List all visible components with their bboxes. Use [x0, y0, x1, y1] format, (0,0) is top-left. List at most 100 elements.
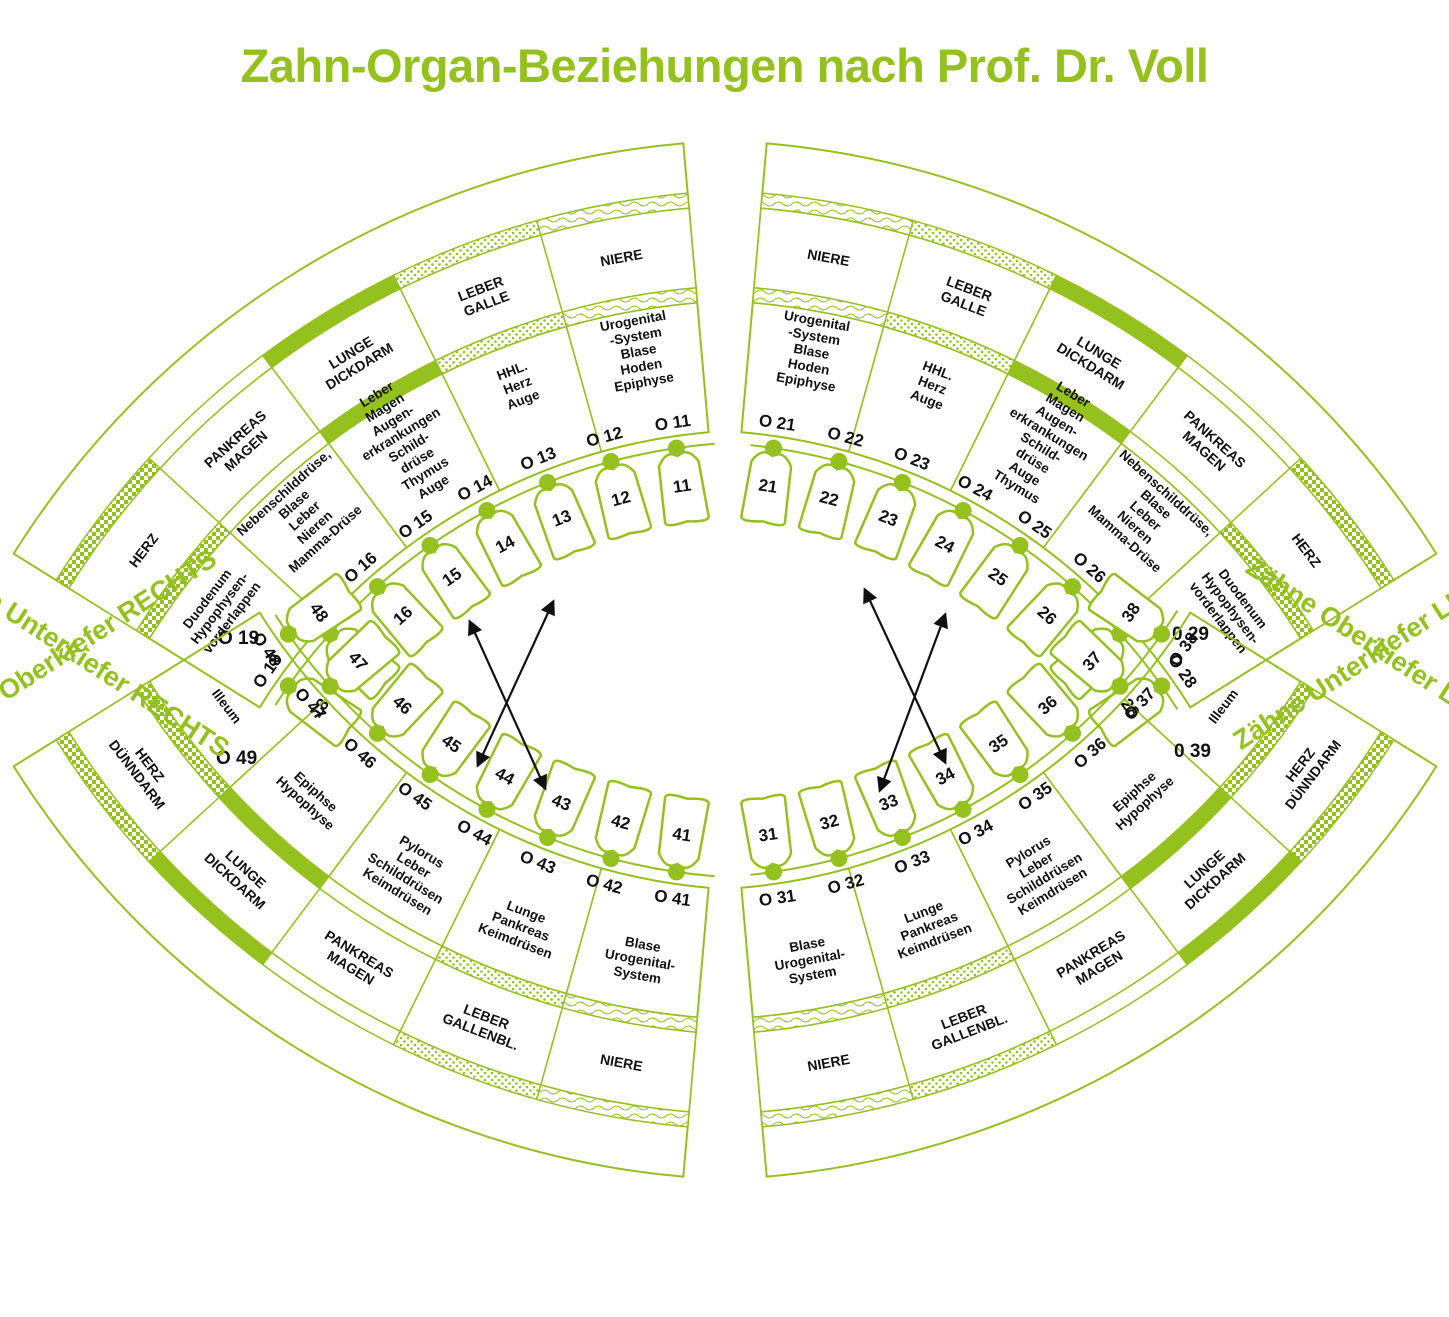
band-pattern-outer — [1288, 730, 1395, 863]
point-label: O 23 — [891, 443, 932, 474]
arrow — [468, 619, 547, 791]
measuring-point — [421, 766, 439, 784]
tooth — [959, 700, 1029, 778]
measuring-point — [1011, 766, 1029, 784]
point-label: O 34 — [955, 815, 997, 849]
point-number: 31 — [776, 886, 797, 908]
tooth — [1087, 572, 1165, 643]
organ-list: LeberMagenAugen-erkrankungenSchild-drüse… — [335, 365, 476, 517]
tooth — [285, 572, 363, 643]
point-prefix: O — [758, 889, 779, 910]
organ-list: Urogenital-SystemBlaseHodenEpiphyse — [599, 308, 678, 396]
measuring-point — [765, 863, 783, 881]
band-pattern-outer — [1288, 457, 1395, 590]
point-label: O 42 — [584, 870, 625, 898]
organ-list: BlaseUrogenital-System — [601, 931, 679, 989]
meridian-line — [274, 442, 715, 706]
organ-column — [565, 867, 710, 1019]
tooth — [854, 482, 917, 561]
measuring-point — [1153, 677, 1171, 695]
meridian-line — [274, 614, 715, 878]
point-prefix: O — [758, 411, 779, 432]
tooth-number: 31 — [757, 824, 778, 846]
tooth — [475, 509, 542, 588]
tooth — [740, 450, 793, 527]
organ-list: HHL.HerzAuge — [494, 358, 542, 413]
measuring-point — [602, 849, 620, 867]
organ-line: Blase — [792, 341, 831, 362]
band-label-line: NIERE — [806, 1051, 851, 1074]
point-label: O 44 — [454, 816, 496, 850]
point-prefix: O — [825, 423, 847, 446]
measuring-point — [765, 439, 783, 457]
point-label: O 24 — [954, 471, 996, 505]
organ-column — [565, 301, 710, 453]
point-prefix: O — [891, 443, 915, 467]
measuring-point — [1153, 625, 1171, 643]
tooth — [657, 450, 710, 527]
measuring-point — [279, 625, 297, 643]
tooth — [285, 677, 363, 748]
band-label-line: NIERE — [599, 246, 644, 269]
measuring-point — [830, 849, 848, 867]
point-number: 42 — [601, 875, 624, 898]
point-prefix: O — [654, 413, 675, 434]
point-label: O 35 — [1015, 778, 1056, 815]
corner-point-label: 0 39 — [1174, 741, 1211, 762]
point-number: 32 — [843, 870, 866, 893]
measuring-point — [279, 677, 297, 695]
point-label: O 21 — [758, 411, 797, 435]
tooth-number: 22 — [817, 487, 840, 510]
organ-line: Illeum — [209, 686, 245, 726]
meridian-line — [750, 610, 1179, 876]
tooth — [1087, 677, 1165, 748]
measuring-point — [1011, 536, 1029, 554]
organ-line: Blase — [624, 934, 663, 955]
organ-list: PylorusLeberSchilddrüsenKeimdrüsen — [357, 823, 462, 920]
point-label: O 11 — [654, 411, 692, 435]
organ-list: Illeum — [209, 686, 245, 726]
measuring-point — [539, 473, 557, 491]
tooth — [533, 759, 596, 838]
band-pattern-outer — [535, 1084, 690, 1128]
tooth-number: 21 — [757, 475, 778, 497]
point-number: 22 — [843, 428, 866, 451]
measuring-point — [830, 453, 848, 471]
tooth-number: 32 — [818, 811, 841, 834]
tooth — [370, 582, 444, 658]
organ-list: PylorusLeberSchilddrüsenKeimdrüsen — [988, 823, 1093, 920]
quadrant-ll: NIEREBlaseUrogenital-SystemLEBERGALLENBL… — [740, 557, 1449, 1178]
point-prefix: O — [584, 428, 606, 451]
arrow — [863, 587, 947, 765]
point-prefix: O — [518, 450, 542, 474]
band-label-line: NIERE — [599, 1051, 644, 1074]
point-label: O 22 — [825, 423, 866, 451]
point-number: 21 — [775, 413, 796, 435]
tooth — [959, 542, 1029, 620]
point-prefix: O — [584, 870, 606, 893]
point-label: O 41 — [653, 886, 692, 910]
organ-list: HHL.HerzAuge — [908, 358, 956, 413]
measuring-point — [602, 453, 620, 471]
organ-list: LungePankreasKeimdrüsen — [885, 891, 974, 962]
band-pattern-outer — [535, 192, 690, 236]
tooth — [370, 662, 444, 738]
tooth — [1006, 582, 1080, 658]
measuring-point — [954, 502, 972, 520]
tooth — [325, 619, 401, 693]
organ-line: Illeum — [1206, 686, 1242, 726]
point-prefix: O — [892, 854, 916, 878]
measuring-point — [478, 800, 496, 818]
tooth-number: 42 — [609, 811, 632, 834]
cross-arrows — [468, 587, 948, 793]
measuring-point — [368, 724, 386, 742]
organ-list: EpiphseHypophyse — [1102, 761, 1177, 833]
point-number: 11 — [671, 411, 692, 432]
band-label: NIERE — [599, 246, 644, 269]
organ-line: Blase — [788, 934, 827, 955]
point-number: 41 — [671, 889, 692, 911]
point-label: O 45 — [394, 778, 435, 815]
organ-line: Hoden — [787, 356, 831, 378]
measuring-point — [1064, 578, 1082, 596]
